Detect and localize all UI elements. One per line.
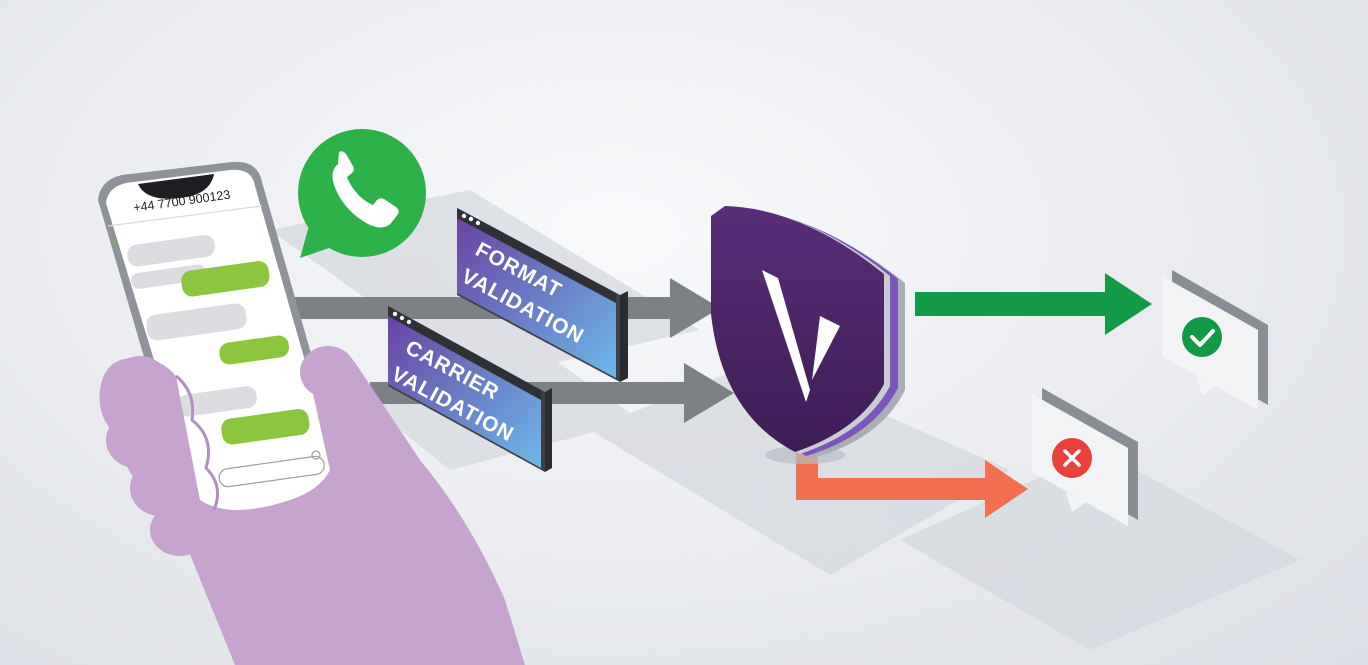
back-chevron-icon: ‹ — [112, 233, 117, 249]
accepted-bubble — [1162, 270, 1268, 410]
arrow-bottom-head — [684, 363, 734, 423]
check-circle-icon — [1182, 317, 1222, 357]
rejected-bubble — [1032, 388, 1138, 526]
chat-messages — [127, 235, 310, 445]
carrier-validation-panel: CARRIER VALIDATION — [388, 306, 552, 472]
message-input-field — [218, 455, 325, 488]
whatsapp-phone-icon — [298, 129, 426, 258]
accept-arrow — [915, 273, 1152, 335]
hand — [99, 346, 525, 665]
shield-v-logo-icon — [711, 206, 905, 464]
microphone-icon — [311, 450, 321, 460]
smartphone: ‹ +44 7700 900123 — [98, 161, 347, 531]
arrow-top-head — [670, 278, 720, 338]
